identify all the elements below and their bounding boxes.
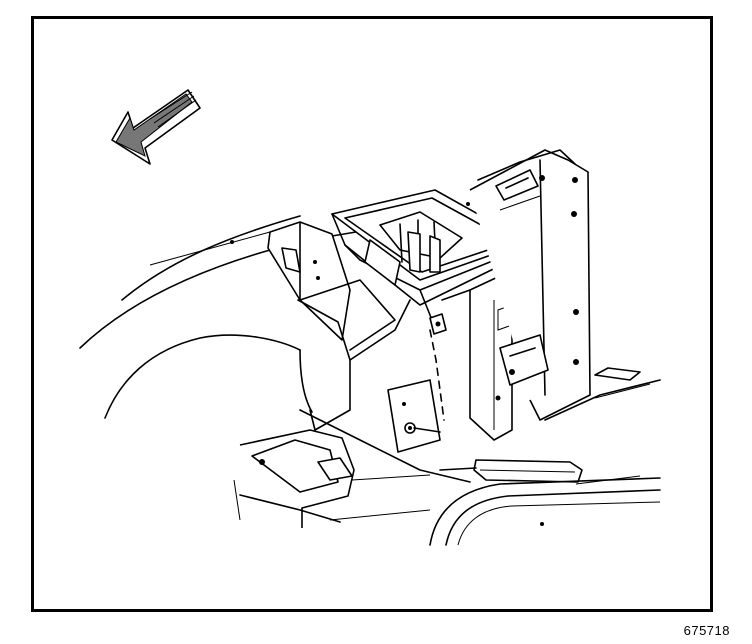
clip-nut (429, 313, 447, 335)
radiator-support (469, 149, 591, 421)
lower-panel-opening (429, 475, 661, 546)
mounting-tray (331, 189, 529, 321)
illustration-frame (31, 16, 713, 612)
support-pillar (297, 299, 411, 431)
hose-assembly (439, 459, 583, 483)
alignment-guide-line (429, 329, 445, 421)
floor-lines (329, 474, 431, 521)
mounting-bolt (387, 379, 441, 453)
lower-mount-bracket (233, 409, 471, 528)
forward-arrow-icon (111, 89, 201, 165)
figure-number: 675718 (683, 623, 730, 638)
inner-fender-bracket (230, 221, 396, 351)
right-lower-body (544, 367, 661, 421)
fender-outline (79, 215, 357, 419)
